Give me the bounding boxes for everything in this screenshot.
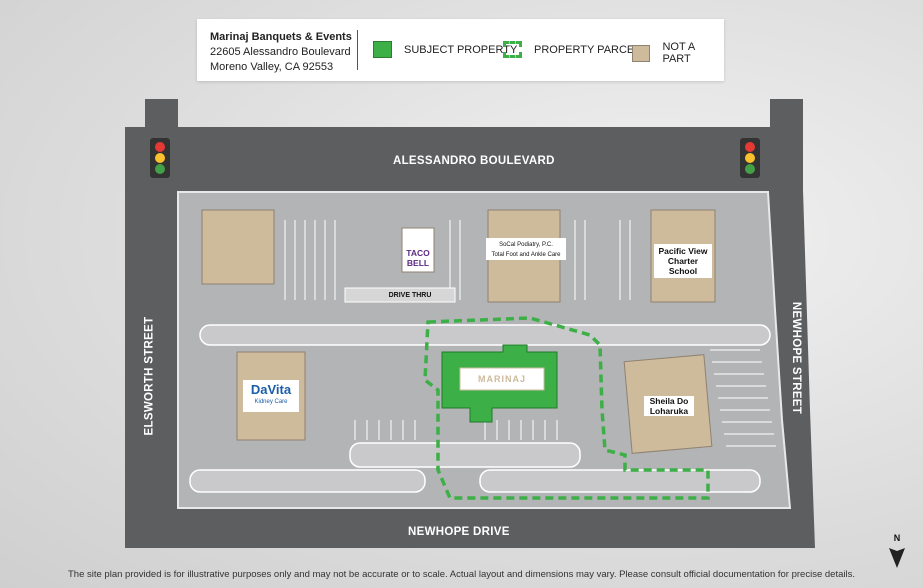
- legend-divider: [357, 30, 358, 70]
- nap-swatch-icon: [632, 44, 651, 62]
- street-east: NEWHOPE STREET: [790, 301, 803, 415]
- street-south: NEWHOPE DRIVE: [408, 526, 510, 538]
- drive-thru-label: DRIVE THRU: [388, 292, 432, 299]
- pacific-view-label: Pacific View Charter School: [654, 244, 712, 278]
- island-row-2: [349, 442, 581, 468]
- stripes-middle: [354, 420, 558, 440]
- address-block: Marinaj Banquets & Events 22605 Alessand…: [210, 30, 352, 75]
- street-north: ALESSANDRO BOULEVARD: [393, 155, 555, 167]
- address-line-2: Moreno Valley, CA 92553: [210, 61, 334, 73]
- drive-thru-lane: [344, 287, 456, 303]
- address-line-1: 22605 Alessandro Boulevard: [210, 46, 351, 58]
- legend-label-parcel: PROPERTY PARCEL: [534, 43, 641, 56]
- socal-line-1: SoCal Podiatry, P.C.: [499, 242, 553, 248]
- venue-name: Marinaj Banquets & Events: [210, 31, 352, 43]
- davita-label: DaVita: [250, 382, 292, 397]
- davita-sign: DaVita Kidney Care: [243, 380, 299, 412]
- socal-line-2: Total Foot and Ankle Care: [491, 252, 561, 258]
- legend-label-nap: NOT A PART: [662, 41, 695, 65]
- socal-sign: SoCal Podiatry, P.C. Total Foot and Ankl…: [486, 238, 566, 260]
- island-row-1: [199, 324, 771, 346]
- traffic-light-left: [150, 138, 170, 178]
- legend-item-nap: NOT A PART: [632, 41, 724, 65]
- legend-label-subject: SUBJECT PROPERTY: [404, 43, 518, 56]
- parcel-swatch-icon: [503, 41, 522, 58]
- stripes-east: [710, 349, 776, 447]
- island-row-3: [189, 469, 426, 493]
- subject-swatch-icon: [373, 41, 392, 58]
- compass-arrow-icon: [889, 548, 905, 568]
- compass-label: N: [893, 533, 901, 543]
- property-parcel: [423, 316, 710, 500]
- sheila-label: Sheila Do Loharuka: [644, 396, 694, 416]
- building-taco-bell: [401, 227, 435, 273]
- disclaimer: The site plan provided is for illustrati…: [68, 569, 855, 580]
- davita-sub-label: Kidney Care: [254, 399, 288, 405]
- building-nw: [201, 209, 275, 285]
- street-west: ELSWORTH STREET: [143, 316, 156, 436]
- legend: Marinaj Banquets & Events 22605 Alessand…: [197, 19, 724, 81]
- legend-item-subject: SUBJECT PROPERTY: [373, 41, 517, 58]
- traffic-light-right: [740, 138, 760, 178]
- stripes-north: [284, 220, 631, 300]
- marinaj-logo: MARINAJ: [477, 374, 526, 384]
- taco-bell-label: TACO BELL: [406, 248, 430, 268]
- marinaj-logo-box: [459, 367, 545, 391]
- legend-item-parcel: PROPERTY PARCEL: [503, 41, 640, 58]
- island-row-4: [479, 469, 761, 493]
